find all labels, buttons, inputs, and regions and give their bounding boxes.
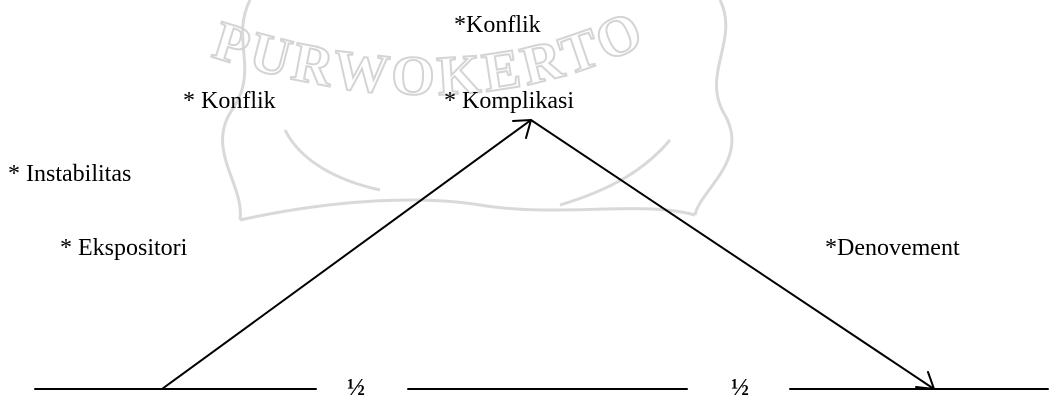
seal-outer-scallop-right [693,0,734,216]
seal-outer-scallop-left [221,0,252,221]
seal-inner-arc-left [283,129,381,192]
seal-bottom-arc [239,198,696,222]
rising-action-line [161,119,532,390]
label-denovement: *Denovement [825,235,960,261]
label-komplikasi: * Komplikasi [444,88,574,114]
falling-action-line [530,119,935,390]
label-ekspositori: * Ekspositori [60,235,188,261]
falling-arrowhead [915,371,935,390]
baseline-half-right: ½ [731,375,749,401]
label-konflik: * Konflik [183,88,276,114]
seal-inner-arc-right [559,139,672,207]
label-konflik-top: *Konflik [454,12,541,38]
label-instabilitas: * Instabilitas [8,161,132,187]
baseline-half-left: ½ [347,375,365,401]
